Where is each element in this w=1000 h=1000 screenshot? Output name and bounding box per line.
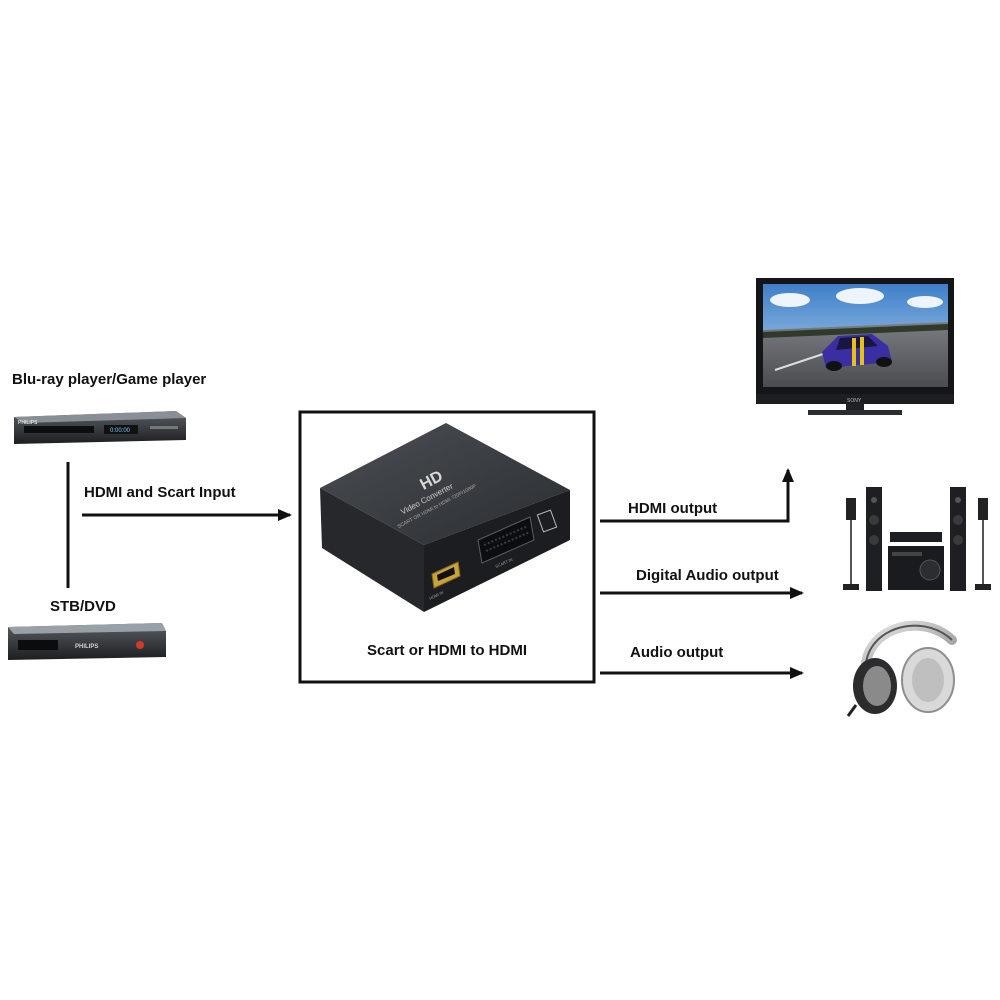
converter-port-label-hdmi: HDMI IN xyxy=(428,590,444,601)
input-label: HDMI and Scart Input xyxy=(84,484,236,501)
bluray-player-icon: 0:00:00 PHILIPS xyxy=(14,411,186,444)
converter-frame xyxy=(298,410,596,684)
speaker-system-icon xyxy=(843,487,991,591)
digital-audio-output-label: Digital Audio output xyxy=(636,567,779,584)
hdmi-output-label: HDMI output xyxy=(628,500,718,517)
bluray-brand-text: PHILIPS xyxy=(18,420,38,426)
converter-device-icon: HD Video Converter SCART OR HDMI to HDMI… xyxy=(320,423,570,612)
stb-dvd-label: STB/DVD xyxy=(50,598,116,615)
headphones-icon xyxy=(846,620,957,717)
tv-brand-text: SONY xyxy=(847,398,862,404)
audio-output-label: Audio output xyxy=(630,644,724,661)
bluray-player-label: Blu-ray player/Game player xyxy=(12,371,207,388)
tv-icon: SONY xyxy=(756,278,954,415)
hdmi-output-arrow xyxy=(600,468,794,523)
converter-caption: Scart or HDMI to HDMI xyxy=(367,642,528,659)
stb-brand-text: PHILIPS xyxy=(75,644,98,650)
bluray-display-text: 0:00:00 xyxy=(110,428,131,434)
stb-dvd-icon: PHILIPS xyxy=(8,623,166,660)
